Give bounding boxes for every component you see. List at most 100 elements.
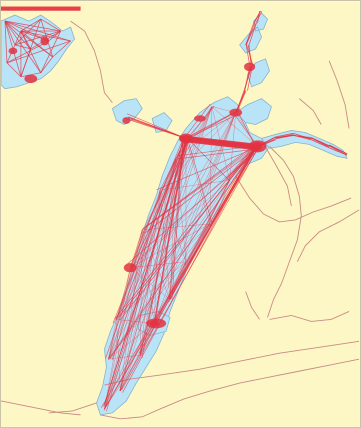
ship-track: [52, 40, 71, 58]
road-line: [48, 402, 97, 414]
ship-track: [120, 323, 155, 392]
ship-track: [141, 143, 257, 230]
ship-track: [40, 30, 62, 73]
ship-track: [6, 40, 49, 64]
ship-track: [105, 135, 186, 359]
ship-track: [311, 137, 330, 147]
ship-track: [120, 106, 213, 392]
track-hotspot: [229, 108, 243, 117]
ship-track: [104, 112, 236, 410]
ship-track: [116, 158, 177, 320]
track-hotspot: [122, 117, 131, 124]
ship-track: [20, 48, 32, 77]
ship-track: [156, 146, 259, 191]
road-line: [296, 209, 360, 262]
ship-track: [118, 145, 258, 317]
ship-track: [139, 138, 187, 356]
track-hotspot: [24, 74, 38, 84]
ship-track: [159, 158, 177, 191]
ship-track: [14, 30, 22, 46]
track-hotspot: [123, 263, 137, 273]
ship-track: [20, 30, 42, 73]
ship-track: [153, 112, 236, 324]
ship-track: [14, 44, 31, 50]
ship-track: [103, 147, 255, 411]
ship-track: [142, 136, 187, 234]
track-hotspot: [40, 36, 50, 46]
ship-track: [105, 140, 186, 406]
road-line: [70, 20, 113, 103]
ship-track: [4, 20, 32, 50]
ship-track: [20, 30, 32, 50]
ship-track: [112, 137, 189, 324]
ship-track: [14, 18, 42, 46]
ship-track: [275, 134, 294, 139]
road-line: [299, 98, 322, 125]
ship-track: [127, 148, 261, 265]
ship-track: [154, 138, 186, 321]
road-line: [267, 146, 302, 318]
track-hotspot: [146, 318, 167, 329]
ship-track: [126, 113, 187, 139]
ship-track: [328, 145, 348, 155]
road-line: [100, 358, 360, 420]
ship-track: [108, 112, 236, 360]
ship-track: [159, 112, 236, 191]
ship-track: [329, 147, 348, 156]
road-line: [269, 311, 350, 322]
ship-track: [140, 139, 189, 356]
ship-track: [109, 146, 257, 360]
ship-track: [186, 113, 240, 139]
ship-track: [245, 22, 255, 46]
ship-track: [14, 30, 61, 46]
ship-track: [185, 136, 230, 181]
road-line: [104, 340, 360, 386]
ship-track: [142, 146, 258, 231]
ship-track: [119, 140, 190, 392]
ship-track: [140, 261, 187, 356]
ship-track: [20, 30, 53, 58]
road-line: [235, 175, 352, 223]
ship-track: [236, 90, 247, 113]
ship-track: [128, 117, 187, 139]
ship-track: [4, 20, 61, 32]
ship-track: [108, 158, 177, 360]
ship-track: [311, 139, 330, 149]
track-hotspot: [179, 133, 193, 144]
road-line: [328, 60, 350, 129]
ship-track: [6, 40, 71, 64]
ship-track: [122, 144, 258, 393]
ship-track: [275, 132, 294, 138]
ship-track: [6, 62, 22, 78]
ship-track: [186, 109, 239, 139]
ship-track: [108, 106, 213, 360]
track-hotspot: [194, 115, 206, 122]
ship-track: [40, 18, 61, 32]
ship-track: [185, 141, 258, 151]
road-line: [261, 140, 292, 207]
track-hotspot: [248, 140, 267, 153]
ship-track: [245, 22, 256, 46]
road-line: [245, 291, 260, 320]
ship-track: [175, 158, 187, 262]
ship-track: [169, 146, 258, 300]
shipping-track-density: [1, 6, 348, 412]
ship-track: [4, 21, 8, 63]
ship-track: [111, 139, 185, 361]
track-hotspot: [244, 62, 256, 72]
ship-track: [20, 18, 41, 32]
ship-track: [153, 190, 161, 324]
ship-track: [40, 56, 54, 74]
ship-track: [177, 148, 261, 160]
ship-track: [48, 30, 61, 42]
western-inlet: [111, 98, 173, 133]
ship-track: [293, 133, 312, 140]
ship-track: [275, 134, 294, 140]
ship-track: [188, 145, 257, 264]
ship-track: [248, 22, 257, 46]
track-hotspot: [8, 47, 18, 55]
ship-track: [253, 10, 261, 24]
ship-track: [255, 10, 263, 24]
